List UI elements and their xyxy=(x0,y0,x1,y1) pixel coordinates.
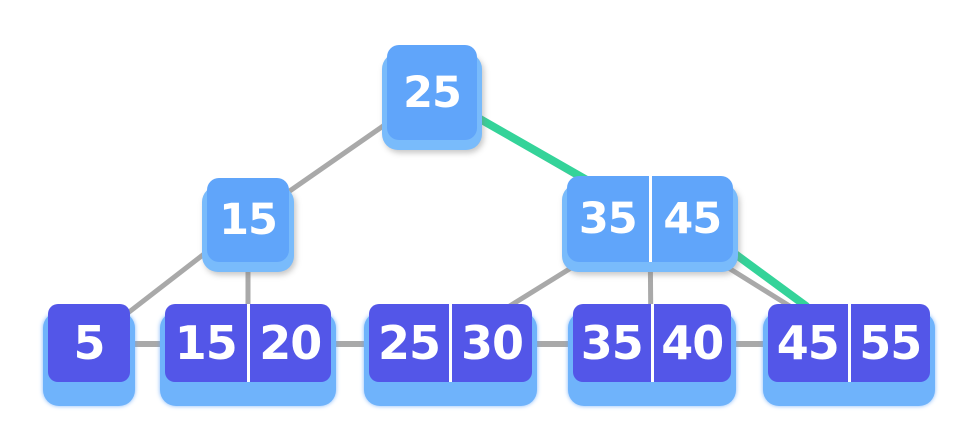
node-key: 45 xyxy=(776,316,840,370)
node-internal-35-45: 35 45 xyxy=(562,176,738,272)
node-key: 30 xyxy=(449,304,532,382)
node-key: 15 xyxy=(219,195,278,245)
node-body: 35 45 xyxy=(567,176,733,262)
node-body: 25 xyxy=(387,45,477,140)
highlight-edge-internal-35-45-to-leaf-45-55 xyxy=(723,244,810,310)
node-leaf-45-55: 45 55 xyxy=(763,304,935,406)
node-key: 45 xyxy=(648,176,734,262)
node-key: 15 xyxy=(174,316,238,370)
node-leaf-35-40: 35 40 xyxy=(568,304,736,406)
node-body: 5 xyxy=(48,304,130,382)
highlight-edge-root-to-internal-35-45 xyxy=(462,107,596,187)
node-leaf-15-20: 15 20 xyxy=(160,304,336,406)
node-body: 45 55 xyxy=(768,304,930,382)
node-leaf-25-30: 25 30 xyxy=(364,304,537,406)
node-key: 20 xyxy=(246,304,332,382)
node-leaf-5: 5 xyxy=(43,304,135,406)
node-key: 35 xyxy=(580,316,644,370)
node-key: 25 xyxy=(377,316,441,370)
node-key: 55 xyxy=(847,304,931,382)
node-key: 5 xyxy=(73,316,105,370)
node-key: 35 xyxy=(578,194,638,244)
node-key: 25 xyxy=(403,67,462,118)
node-body: 15 xyxy=(207,178,289,262)
node-body: 15 20 xyxy=(165,304,331,382)
node-body: 35 40 xyxy=(573,304,731,382)
node-internal-15: 15 xyxy=(202,178,294,272)
node-root: 25 xyxy=(382,45,482,150)
node-body: 25 30 xyxy=(369,304,532,382)
node-key: 40 xyxy=(650,304,732,382)
